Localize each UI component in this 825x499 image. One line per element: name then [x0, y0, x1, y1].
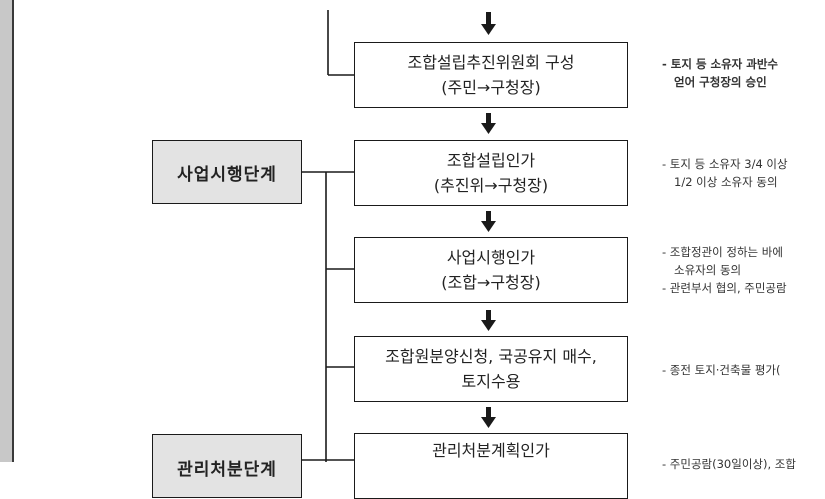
flow-step-association-approval: 조합설립인가 (추진위→구청장) [354, 140, 628, 206]
flow-step-parcel-application: 조합원분양신청, 국공유지 매수, 토지수용 [354, 336, 628, 402]
stage-disposal: 관리처분단계 [152, 434, 302, 498]
flow-step-title: 사업시행인가 [446, 248, 536, 267]
down-arrow-icon [481, 12, 496, 35]
flow-step-subtitle: 토지수용 [461, 372, 521, 391]
note-parcel: - 종전 토지·건축물 평가( [662, 361, 780, 379]
flow-step-title: 조합설립추진위원회 구성 [407, 53, 575, 72]
flow-step-title: 조합설립인가 [446, 151, 536, 170]
note-association: - 토지 등 소유자 3/4 이상 1/2 이상 소유자 동의 [662, 155, 788, 191]
down-arrow-icon [481, 407, 496, 428]
note-line: 소유자의 동의 [674, 263, 742, 277]
note-line: - 종전 토지·건축물 평가( [662, 363, 781, 377]
note-disposal: - 주민공람(30일이상), 조합 [662, 455, 796, 473]
flow-step-title: 조합원분양신청, 국공유지 매수, [385, 347, 597, 366]
flow-step-title: 관리처분계획인가 [432, 441, 550, 460]
stage-label: 사업시행단계 [177, 164, 277, 185]
flow-step-disposal-plan: 관리처분계획인가 [354, 433, 628, 499]
down-arrow-icon [481, 113, 496, 134]
note-line: - 관련부서 협의, 주민공람 [662, 281, 787, 295]
note-committee: - 토지 등 소유자 과반수 얻어 구청장의 승인 [662, 55, 778, 91]
stage-project-execution: 사업시행단계 [152, 140, 302, 204]
page-edge [12, 0, 14, 462]
note-project: - 조합정관이 정하는 바에 소유자의 동의 - 관련부서 협의, 주민공람 [662, 243, 787, 297]
note-line: - 주민공람(30일이상), 조합 [662, 457, 796, 471]
down-arrow-icon [481, 310, 496, 331]
flow-step-project-approval: 사업시행인가 (조합→구청장) [354, 237, 628, 303]
flow-step-subtitle: (추진위→구청장) [433, 176, 549, 195]
flow-step-committee: 조합설립추진위원회 구성 (주민→구청장) [354, 42, 628, 108]
note-line: - 토지 등 소유자 3/4 이상 [662, 157, 788, 171]
note-line: - 조합정관이 정하는 바에 [662, 245, 783, 259]
note-line: - 토지 등 소유자 과반수 [662, 57, 779, 71]
flow-step-subtitle: (주민→구청장) [441, 78, 541, 97]
page-gutter [0, 0, 12, 462]
note-line: 1/2 이상 소유자 동의 [674, 175, 778, 189]
flow-step-subtitle: (조합→구청장) [441, 273, 541, 292]
stage-label: 관리처분단계 [177, 460, 277, 480]
note-line: 얻어 구청장의 승인 [674, 75, 767, 89]
flow-connectors [302, 10, 496, 462]
down-arrow-icon [481, 211, 496, 232]
